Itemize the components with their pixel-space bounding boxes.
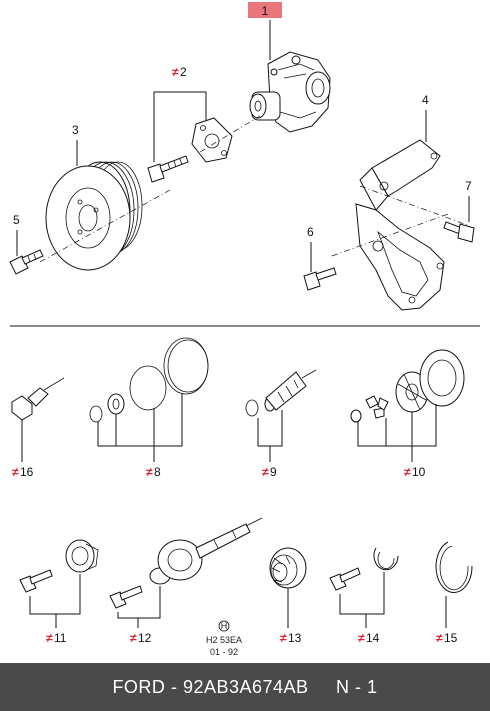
rotor-kit-part-10 bbox=[350, 349, 465, 423]
callout-14-mark: ≠ bbox=[358, 631, 365, 645]
callout-14[interactable]: 14 bbox=[366, 631, 380, 645]
bracket-part-4 bbox=[331, 139, 471, 311]
roller-bearing-part-13 bbox=[269, 547, 307, 589]
shaft-part-12 bbox=[109, 517, 263, 609]
callout-1[interactable]: 1 bbox=[262, 4, 269, 18]
callout-16-mark: ≠ bbox=[12, 465, 19, 479]
pulley-part-3 bbox=[39, 161, 171, 271]
stamp-symbol: H bbox=[221, 621, 228, 631]
footer-bar: FORD - 92AB3A674AB N - 1 bbox=[0, 663, 490, 711]
callout-11[interactable]: 11 bbox=[54, 631, 67, 645]
callout-15[interactable]: 15 bbox=[444, 631, 458, 645]
snap-ring-part-15 bbox=[435, 541, 473, 593]
stamp-date: 01 - 92 bbox=[210, 647, 238, 657]
bolt-part-2 bbox=[147, 155, 189, 183]
callout-12[interactable]: 12 bbox=[138, 631, 152, 645]
callout-8[interactable]: 8 bbox=[154, 465, 161, 479]
callout-2[interactable]: 2 bbox=[180, 65, 187, 79]
footer-part-number: 92AB3A674AB bbox=[182, 676, 309, 697]
bolt-part-7 bbox=[443, 221, 475, 243]
callout-8-mark: ≠ bbox=[146, 465, 153, 479]
footer-separator: - bbox=[165, 676, 183, 697]
callout-5[interactable]: 5 bbox=[13, 213, 20, 227]
callout-10-mark: ≠ bbox=[404, 465, 411, 479]
callout-7[interactable]: 7 bbox=[465, 179, 472, 193]
callout-12-mark: ≠ bbox=[130, 631, 137, 645]
callout-4[interactable]: 4 bbox=[422, 93, 429, 107]
callout-13-mark: ≠ bbox=[280, 631, 287, 645]
parts-diagram: 1 ≠ 2 3 bbox=[9, 2, 480, 657]
callout-3[interactable]: 3 bbox=[72, 123, 79, 137]
bolt-part-6 bbox=[303, 267, 337, 291]
footer-brand: FORD bbox=[112, 676, 166, 697]
power-steering-pump bbox=[249, 51, 331, 133]
bearing-part-11 bbox=[19, 539, 99, 593]
footer-page: N - 1 bbox=[336, 676, 378, 697]
footer-gap bbox=[309, 677, 337, 698]
stamp-code: H2 53EA bbox=[206, 635, 242, 645]
fitting-part-16 bbox=[11, 377, 65, 421]
drawing-stamp: H H2 53EA 01 - 92 bbox=[206, 620, 242, 657]
flange-part-2 bbox=[191, 115, 261, 163]
clip-part-14 bbox=[329, 547, 399, 591]
seal-kit-part-8 bbox=[89, 337, 209, 423]
callout-9[interactable]: 9 bbox=[270, 465, 277, 479]
callout-10[interactable]: 10 bbox=[412, 465, 426, 479]
callout-16[interactable]: 16 bbox=[20, 465, 34, 479]
callout-6[interactable]: 6 bbox=[307, 225, 314, 239]
callout-15-mark: ≠ bbox=[436, 631, 443, 645]
callout-11-mark: ≠ bbox=[46, 631, 53, 645]
part-1-highlight bbox=[248, 2, 282, 18]
callout-9-mark: ≠ bbox=[262, 465, 269, 479]
callout-2-mark: ≠ bbox=[172, 65, 179, 79]
bolt-part-5 bbox=[9, 249, 44, 275]
valve-part-9 bbox=[245, 369, 317, 417]
callout-13[interactable]: 13 bbox=[288, 631, 302, 645]
